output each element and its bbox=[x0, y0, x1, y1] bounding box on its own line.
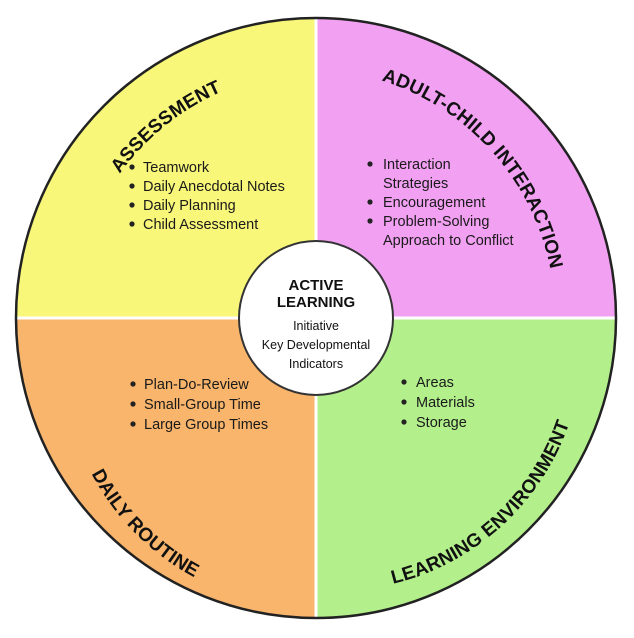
bullet-icon bbox=[129, 183, 135, 189]
adult-child-interaction-quadrant bbox=[316, 18, 616, 318]
assessment-quadrant bbox=[16, 18, 316, 318]
bullet-icon bbox=[130, 421, 136, 427]
list-item-continuation: Approach to Conflict bbox=[383, 233, 514, 249]
center-circle bbox=[238, 240, 394, 396]
adult-child-interaction-list: Interaction Strategies Encouragement Pro… bbox=[367, 157, 514, 249]
bullet-icon bbox=[367, 199, 373, 205]
center-title-line2: LEARNING bbox=[277, 294, 355, 311]
center-title-line1: ACTIVE bbox=[288, 277, 343, 294]
bullet-icon bbox=[401, 399, 407, 405]
learning-environment-list: Areas Materials Storage bbox=[401, 375, 475, 431]
list-item: Encouragement bbox=[383, 195, 485, 211]
list-item: Materials bbox=[416, 395, 475, 411]
list-item: Large Group Times bbox=[144, 417, 268, 433]
bullet-icon bbox=[367, 218, 373, 224]
daily-routine-quadrant bbox=[16, 318, 316, 618]
list-item: Daily Anecdotal Notes bbox=[143, 179, 285, 195]
bullet-icon bbox=[129, 164, 135, 170]
list-item: Daily Planning bbox=[143, 198, 236, 214]
center-item: Indicators bbox=[289, 357, 343, 371]
outer-circle-border bbox=[14, 16, 618, 620]
center-item: Initiative bbox=[293, 319, 339, 333]
bullet-icon bbox=[129, 221, 135, 227]
bullet-icon bbox=[367, 161, 373, 167]
center-item: Key Developmental bbox=[262, 338, 370, 352]
list-item: Teamwork bbox=[143, 160, 210, 176]
assessment-list: Teamwork Daily Anecdotal Notes Daily Pla… bbox=[129, 160, 285, 233]
list-item: Storage bbox=[416, 415, 467, 431]
bullet-icon bbox=[130, 401, 136, 407]
learning-environment-quadrant bbox=[316, 318, 616, 618]
list-item: Small-Group Time bbox=[144, 397, 261, 413]
bullet-icon bbox=[401, 379, 407, 385]
bullet-icon bbox=[129, 202, 135, 208]
list-item-continuation: Strategies bbox=[383, 176, 448, 192]
list-item: Plan-Do-Review bbox=[144, 377, 249, 393]
center-hub: ACTIVE LEARNING Initiative Key Developme… bbox=[238, 240, 394, 396]
list-item: Problem-Solving bbox=[383, 214, 489, 230]
bullet-icon bbox=[130, 381, 136, 387]
list-item: Interaction bbox=[383, 157, 451, 173]
list-item: Areas bbox=[416, 375, 454, 391]
bullet-icon bbox=[401, 419, 407, 425]
daily-routine-list: Plan-Do-Review Small-Group Time Large Gr… bbox=[130, 377, 268, 433]
list-item: Child Assessment bbox=[143, 217, 258, 233]
